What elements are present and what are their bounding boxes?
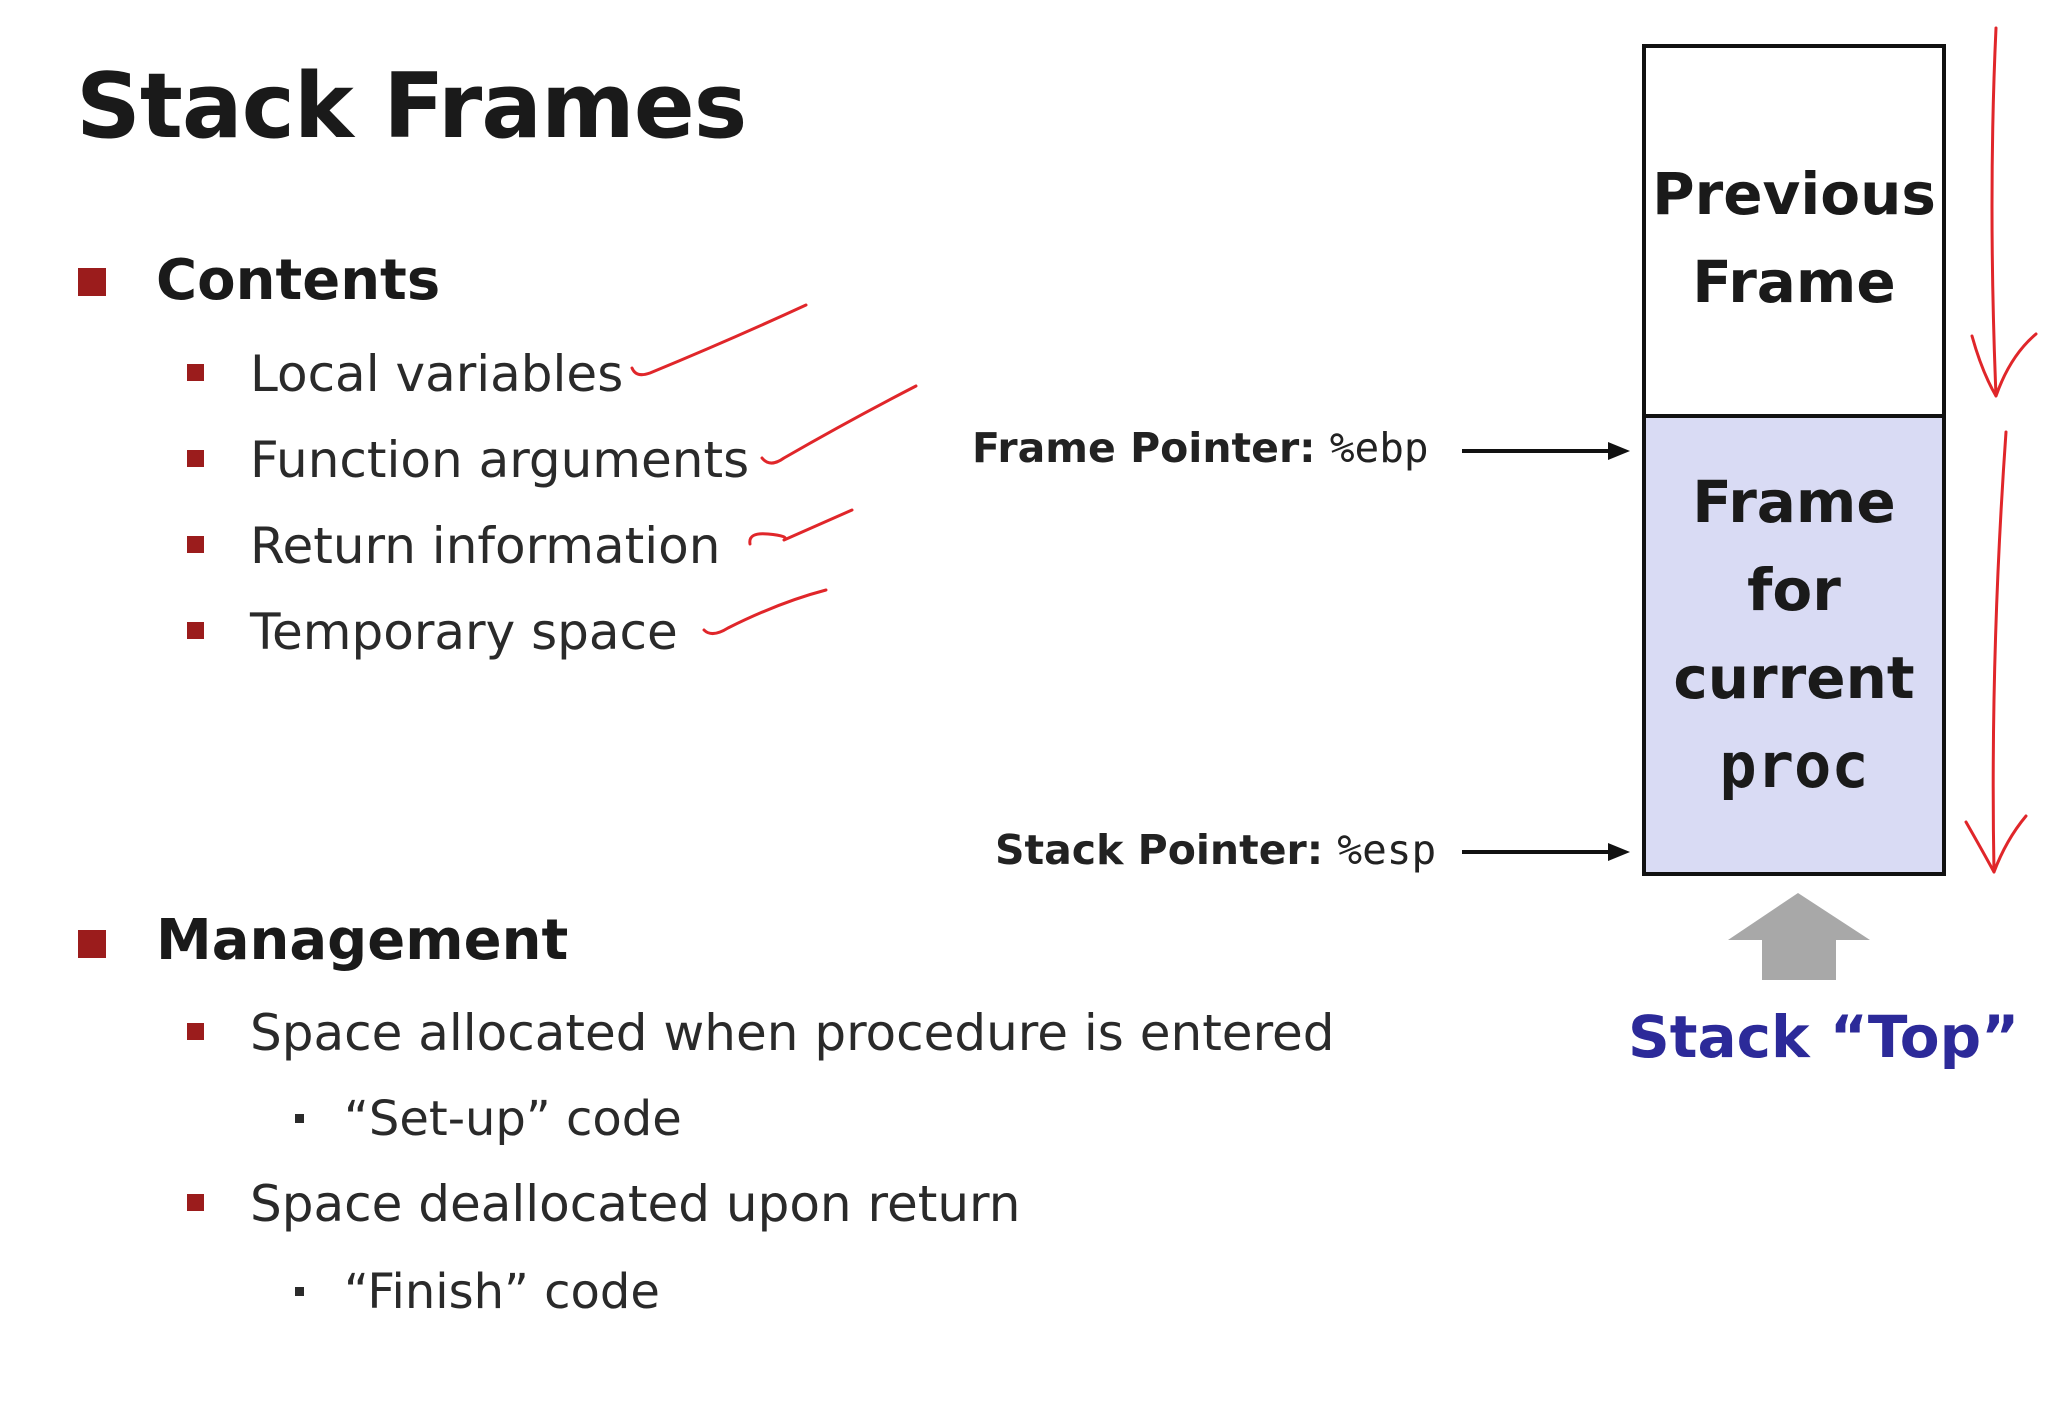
list-item-function-arguments: Function arguments — [250, 431, 750, 489]
current-frame-label-line1: Frame — [1692, 468, 1896, 536]
stack-pointer-arrow-icon — [1462, 843, 1630, 861]
stack-top-up-arrow-icon — [1728, 893, 1870, 980]
previous-frame-label-line1: Previous — [1652, 160, 1936, 228]
frame-pointer-text: Frame Pointer: — [972, 424, 1330, 472]
frame-pointer-arrow-icon — [1462, 442, 1630, 460]
bullet-square-icon — [187, 1023, 204, 1040]
annotation-down-arrow-current-icon — [1964, 430, 2028, 874]
bullet-square-icon — [187, 622, 204, 639]
contents-heading: Contents — [156, 248, 441, 313]
sub-item-setup-code: “Set-up” code — [344, 1091, 682, 1147]
sub-bullet-icon — [295, 1287, 304, 1296]
frame-pointer-label: Frame Pointer: %ebp — [972, 428, 1429, 469]
bullet-square-icon — [187, 1194, 204, 1211]
list-item-space-deallocated: Space deallocated upon return — [250, 1175, 1021, 1233]
stack-pointer-text: Stack Pointer: — [995, 826, 1338, 874]
list-item-local-variables: Local variables — [250, 345, 624, 403]
checkmark-temporary-space-icon — [702, 588, 828, 635]
current-frame-proc-code: proc — [1719, 729, 1869, 802]
checkmark-return-information-icon — [748, 508, 854, 546]
bullet-square-icon — [187, 536, 204, 553]
previous-frame-box: Previous Frame — [1642, 44, 1946, 420]
bullet-square-icon — [78, 930, 106, 958]
frame-pointer-register: %ebp — [1329, 424, 1429, 472]
current-frame-box: Frame for current proc — [1642, 414, 1946, 876]
management-heading: Management — [156, 908, 569, 973]
checkmark-function-arguments-icon — [760, 384, 918, 465]
current-frame-label-line3: current — [1673, 644, 1915, 712]
stack-pointer-register: %esp — [1337, 826, 1437, 874]
sub-item-finish-code: “Finish” code — [344, 1264, 660, 1320]
bullet-square-icon — [187, 450, 204, 467]
sub-bullet-icon — [295, 1114, 304, 1123]
bullet-square-icon — [78, 268, 106, 296]
list-item-return-information: Return information — [250, 517, 721, 575]
bullet-square-icon — [187, 364, 204, 381]
list-item-space-allocated: Space allocated when procedure is entere… — [250, 1004, 1335, 1062]
stack-top-label: Stack “Top” — [1628, 1003, 2020, 1071]
current-frame-label-line2: for — [1747, 556, 1841, 624]
previous-frame-label-line2: Frame — [1692, 248, 1896, 316]
annotation-down-arrow-previous-icon — [1970, 26, 2038, 398]
slide-title: Stack Frames — [76, 54, 747, 159]
checkmark-local-variables-icon — [630, 303, 808, 377]
list-item-temporary-space: Temporary space — [250, 603, 678, 661]
stack-pointer-label: Stack Pointer: %esp — [995, 830, 1436, 871]
